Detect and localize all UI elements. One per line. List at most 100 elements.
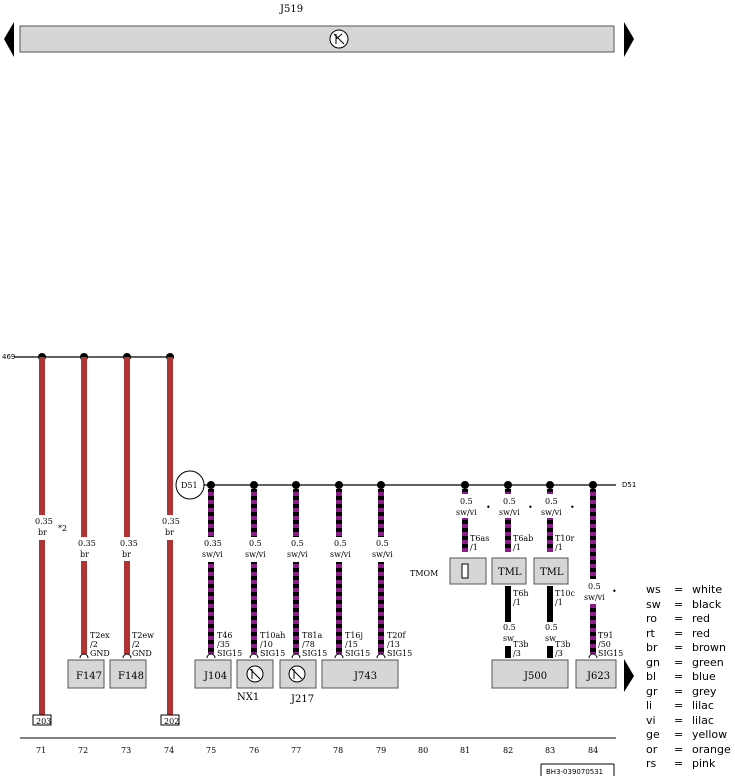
svg-text:/3: /3 [555,649,563,658]
svg-text:sw/vi: sw/vi [202,550,223,559]
svg-text:•: • [528,503,533,512]
legend-row: rt=red [646,626,711,640]
svg-text:T10r: T10r [555,534,575,543]
svg-text:78: 78 [333,746,343,755]
svg-text:81: 81 [460,746,470,755]
svg-text:sw/vi: sw/vi [456,508,477,517]
svg-text:F147: F147 [76,671,102,682]
svg-text:TML: TML [498,567,522,578]
svg-text:T2ex: T2ex [90,631,110,640]
d51-bus-label: D51 [622,481,636,489]
wire-83: 0.5 sw/vi T10r /1 • T10c /1 0.5 sw T3b /… [541,481,576,658]
svg-text:/3: /3 [513,649,521,658]
svg-text:0.5: 0.5 [503,497,516,506]
svg-text:T20f: T20f [387,631,407,640]
svg-text:T6h: T6h [513,589,529,598]
svg-text:SIG15: SIG15 [387,649,412,658]
svg-text:T91: T91 [598,631,614,640]
svg-text:0.5: 0.5 [376,539,389,548]
control-unit-icon [329,29,349,49]
svg-text:*2: *2 [58,524,67,533]
svg-text:sw: sw [503,634,514,643]
svg-text:sw/vi: sw/vi [499,508,520,517]
svg-text:203: 203 [36,717,51,726]
svg-text:/1: /1 [555,598,563,607]
svg-text:/1: /1 [470,543,478,552]
wire-84: 0.5 sw/vi • T91 /50 SIG15 [584,481,623,659]
svg-text:sw/vi: sw/vi [287,550,308,559]
color-legend: ws=white sw=black ro=red rt=red br=brown… [646,583,735,772]
svg-text:76: 76 [249,746,259,755]
svg-text:NX1: NX1 [237,692,259,703]
svg-text:•: • [486,503,491,512]
component-j217: J217 [279,659,317,705]
svg-text:84: 84 [588,746,598,755]
svg-text:0.5: 0.5 [249,539,262,548]
svg-text:SIG15: SIG15 [598,649,623,658]
svg-text:0.35: 0.35 [35,517,53,526]
svg-text:T6as: T6as [470,534,489,543]
svg-text:77: 77 [291,746,301,755]
wire-78: 0.5 sw/vi T16j /15 SIG15 [330,481,370,659]
svg-text:sw/vi: sw/vi [541,508,562,517]
svg-text:0.35: 0.35 [120,539,138,548]
svg-text:0.35: 0.35 [78,539,96,548]
svg-text:J623: J623 [586,671,610,682]
wire-77: 0.5 sw/vi T81a /78 SIG15 [287,481,327,659]
svg-text:74: 74 [164,746,174,755]
svg-text:F148: F148 [118,671,144,682]
component-j743: J743 [321,659,399,689]
wire-72: 0.35 br T2ex /2 GND [78,353,110,659]
svg-text:73: 73 [121,746,131,755]
svg-text:SIG15: SIG15 [345,649,370,658]
svg-text:J500: J500 [523,671,547,682]
svg-text:br: br [165,528,174,537]
component-f148: F148 [109,659,147,689]
wire-76: 0.5 sw/vi T10ah /10 SIG15 [245,481,285,659]
svg-text:T46: T46 [217,631,233,640]
svg-text:0.35: 0.35 [204,539,222,548]
legend-row: gr=grey [646,684,717,698]
svg-text:/2: /2 [132,640,140,649]
legend-row: sw=black [646,597,722,611]
svg-text:/78: /78 [302,640,315,649]
svg-text:T16j: T16j [345,631,363,640]
footer-code-box: BH3-039070531 [540,763,615,776]
j519-bar [19,25,615,53]
svg-text:83: 83 [545,746,555,755]
svg-text:0.5: 0.5 [588,582,601,591]
legend-row: ro=red [646,612,711,625]
svg-text:T10ah: T10ah [260,631,285,640]
wire-82: 0.5 sw/vi T6ab /1 • T6h /1 0.5 sw T3b /3 [499,481,533,658]
svg-text:/10: /10 [260,640,273,649]
component-f147: F147 [67,659,105,689]
svg-text:TMOM: TMOM [410,569,438,578]
legend-row: bl=blue [646,670,716,683]
component-tml-83: TML [533,557,569,585]
component-tml-82: TML [491,557,527,585]
svg-text:202: 202 [164,717,179,726]
svg-text:82: 82 [503,746,513,755]
svg-text:/13: /13 [387,640,400,649]
svg-text:0.5: 0.5 [545,497,558,506]
svg-text:T6ab: T6ab [513,534,533,543]
svg-text:80: 80 [418,746,428,755]
svg-text:75: 75 [206,746,216,755]
svg-text:/50: /50 [598,640,611,649]
wire-71: 0.35 br *2 203 [32,353,67,726]
wire-81: 0.5 sw/vi T6as /1 • [456,481,491,552]
svg-text:J104: J104 [203,671,227,682]
svg-text:T10c: T10c [555,589,576,598]
header-title: J519 [279,4,303,15]
svg-text:SIG15: SIG15 [217,649,242,658]
legend-row: or=orange [646,742,731,756]
svg-text:T3b: T3b [513,640,529,649]
svg-text:0.5: 0.5 [503,623,516,632]
svg-text:0.5: 0.5 [334,539,347,548]
svg-text:sw/vi: sw/vi [245,550,266,559]
svg-text:br: br [80,550,89,559]
svg-text:0.5: 0.5 [460,497,473,506]
svg-text:sw/vi: sw/vi [330,550,351,559]
wire-75: 0.35 sw/vi T46 /35 SIG15 [202,481,242,659]
